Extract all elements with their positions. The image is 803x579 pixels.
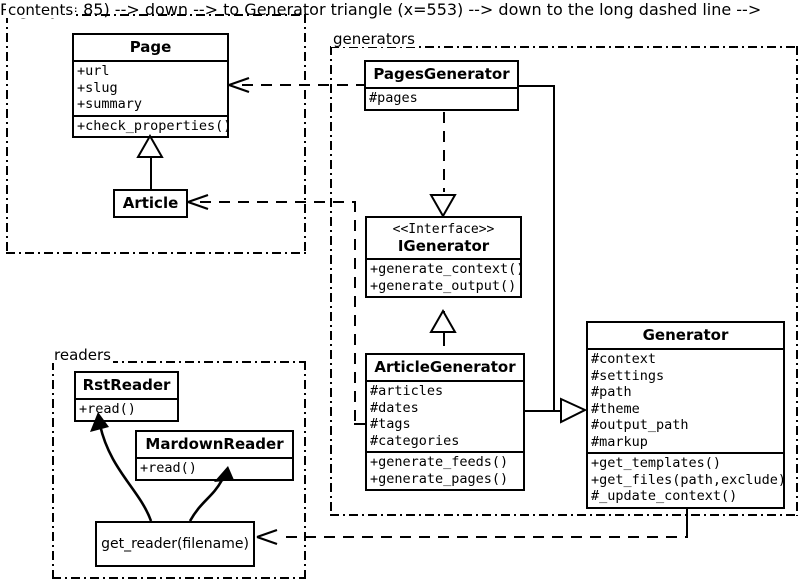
- package-readers-label: readers: [52, 346, 113, 364]
- class-box-igenerator[interactable]: <<Interface>> IGenerator +generate_conte…: [365, 216, 525, 298]
- class-attribute: +slug: [77, 79, 118, 96]
- generalization-articlegen-to-igenerator: [443, 311, 445, 346]
- class-method: +get_files(path,exclude): [591, 471, 787, 488]
- class-attribute: #path: [591, 384, 632, 400]
- class-method: +generate_context(): [370, 261, 525, 277]
- class-method: +generate_feeds(): [370, 454, 509, 470]
- class-methods-rstreader: +read(): [76, 398, 177, 420]
- class-methods-igenerator: +generate_context() +generate_output(): [367, 258, 525, 296]
- class-attribute: #settings: [591, 367, 665, 384]
- class-attribute: +summary: [77, 96, 143, 112]
- realization-pagesgen-to-igenerator: [443, 112, 445, 192]
- class-attribute: #categories: [370, 432, 460, 449]
- class-attribute: #tags: [370, 416, 411, 432]
- dependency-articlegenerator-to-article-v: [354, 201, 356, 425]
- package-generators-label: generators: [331, 30, 417, 48]
- class-box-rstreader[interactable]: RstReader +read(): [74, 371, 179, 422]
- class-attribute: #markup: [591, 433, 648, 450]
- class-title-page: Page: [129, 38, 172, 56]
- generator-to-getreader-v: [686, 503, 688, 537]
- class-methods-mardownreader: +read(): [137, 457, 292, 479]
- class-box-mardownreader[interactable]: MardownReader +read(): [135, 430, 294, 481]
- class-attribute: #theme: [591, 400, 640, 417]
- class-methods-articlegenerator: +generate_feeds() +generate_pages(): [367, 451, 523, 489]
- class-method: +generate_pages(): [370, 470, 509, 487]
- class-method: +read(): [79, 401, 136, 417]
- class-method: +read(): [140, 460, 197, 476]
- class-box-article[interactable]: Article: [113, 189, 188, 218]
- class-attributes-pagesgenerator: #pages: [366, 87, 517, 109]
- class-methods-page: +check_properties(): [74, 114, 232, 137]
- class-attribute: +url: [77, 63, 110, 79]
- dependency-articlegenerator-stub: [354, 423, 366, 425]
- class-title-generator: Generator: [642, 326, 729, 344]
- class-attributes-articlegenerator: #articles #dates #tags #categories: [367, 380, 523, 451]
- class-name-igenerator: IGenerator: [397, 237, 490, 255]
- generalization-pagesgen-to-generator-v: [553, 85, 555, 411]
- class-attribute: #articles: [370, 383, 444, 399]
- class-stereotype-igenerator: <<Interface>>: [392, 222, 495, 237]
- class-attributes-page: +url +slug +summary: [74, 60, 227, 115]
- class-attribute: #output_path: [591, 417, 689, 433]
- class-method: +generate_output(): [370, 277, 517, 294]
- class-method: +check_properties(): [77, 117, 232, 134]
- class-title-mardownreader: MardownReader: [145, 435, 284, 453]
- class-attribute: #context: [591, 351, 657, 367]
- class-attribute: #pages: [369, 90, 418, 106]
- class-attribute: #dates: [370, 399, 419, 416]
- class-method: #_update_context(): [591, 488, 738, 504]
- dependency-pagesgenerator-to-page: [242, 84, 366, 86]
- class-box-pagesgenerator[interactable]: PagesGenerator #pages: [364, 60, 519, 111]
- generalization-pagesgen-to-generator-top: [518, 85, 555, 87]
- dependency-generator-to-getreader: [286, 536, 688, 538]
- function-label-get-reader: get_reader(filename): [101, 536, 249, 552]
- generalization-article-to-page: [150, 155, 152, 190]
- class-title-rstreader: RstReader: [82, 376, 171, 394]
- generalization-articlegen-to-generator: [525, 410, 561, 412]
- class-methods-generator: +get_templates() +get_files(path,exclude…: [588, 452, 787, 507]
- class-title-igenerator: <<Interface>> IGenerator: [367, 218, 520, 258]
- function-box-get-reader[interactable]: get_reader(filename): [95, 521, 255, 567]
- class-title-article: Article: [122, 194, 179, 212]
- class-attributes-generator: #context #settings #path #theme #output_…: [588, 348, 783, 452]
- class-box-generator[interactable]: Generator #context #settings #path #them…: [586, 321, 787, 509]
- dependency-articlegenerator-to-article-h: [200, 201, 356, 203]
- class-title-pagesgenerator: PagesGenerator: [373, 65, 510, 83]
- class-box-articlegenerator[interactable]: ArticleGenerator #articles #dates #tags …: [365, 353, 525, 491]
- class-title-articlegenerator: ArticleGenerator: [374, 358, 516, 376]
- class-method: +get_templates(): [591, 455, 722, 471]
- class-box-page[interactable]: Page +url +slug +summary +check_properti…: [72, 33, 232, 138]
- package-contents-label: contents: [6, 1, 76, 19]
